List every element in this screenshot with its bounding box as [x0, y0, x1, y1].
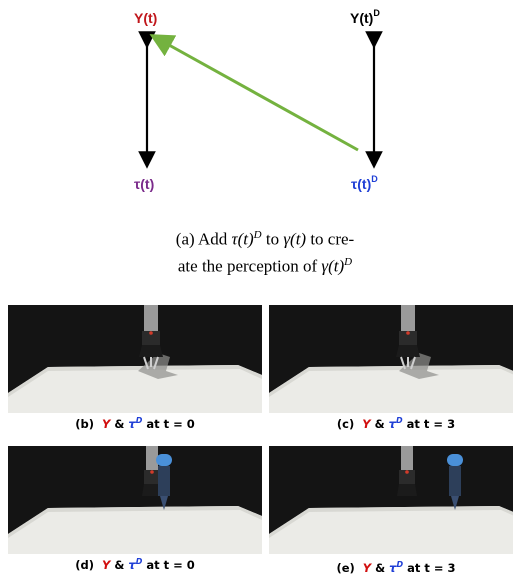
gamma-node: Υ(t) — [134, 10, 158, 26]
gamma-d-node: Υ(t)D — [350, 8, 380, 26]
caption-e: (e) Υ & τD at t = 3 — [336, 560, 456, 575]
caption-c: (c) Υ & τD at t = 3 — [336, 416, 456, 431]
green-diagonal-arrow — [149, 34, 359, 152]
caption-b: (b) Υ & τD at t = 0 — [75, 416, 195, 431]
photo-e — [269, 446, 513, 554]
photo-c — [269, 305, 513, 413]
photo-b — [8, 305, 262, 413]
caption-a-line2: ate the perception of γ(t)D — [177, 255, 353, 276]
tau-d-node: τ(t)D — [351, 174, 378, 192]
caption-a: (a) Add τ(t)D to γ(t) to cre- ate the pe… — [120, 224, 410, 277]
perception-diagram: Υ(t) Υ(t)D τ(t) τ(t)D — [0, 0, 513, 210]
photo-d — [8, 446, 262, 554]
diagram-arrows — [138, 31, 383, 169]
caption-a-line1: (a) Add τ(t)D to γ(t) to cre- — [175, 229, 355, 249]
tau-node: τ(t) — [134, 176, 155, 192]
caption-d: (d) Υ & τD at t = 0 — [75, 557, 195, 572]
